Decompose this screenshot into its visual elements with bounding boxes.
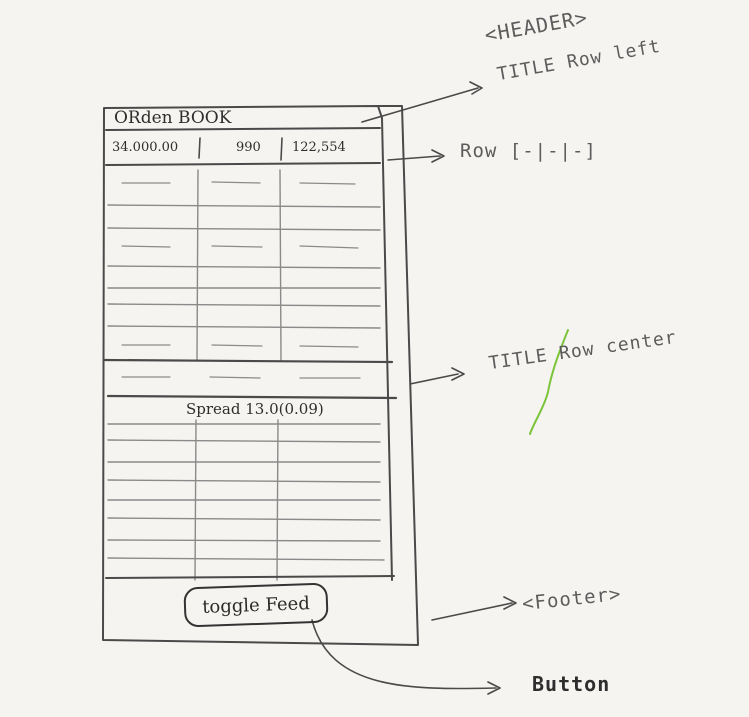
annotation-row: Row [-|-|-] xyxy=(460,140,597,162)
row-size: 990 xyxy=(236,140,261,155)
row-total: 122,554 xyxy=(292,140,346,155)
spread-label: Spread 13.0(0.09) xyxy=(186,400,324,418)
header-divider xyxy=(105,127,381,131)
lower-rows xyxy=(107,419,385,581)
row-column-divider xyxy=(280,137,283,161)
row-price: 34.000.00 xyxy=(112,140,179,155)
row-arrow xyxy=(387,149,445,163)
footer-divider xyxy=(105,575,395,579)
row-divider xyxy=(105,162,381,166)
annotation-button: Button xyxy=(532,672,611,696)
highlight-mark xyxy=(529,329,569,435)
wireframe-title: ORden BOOK xyxy=(114,108,232,128)
row-column-divider xyxy=(198,137,201,159)
spread-arrow xyxy=(409,367,465,385)
button-arrow xyxy=(311,619,501,695)
header-arrow xyxy=(361,81,483,123)
upper-rows xyxy=(107,169,381,361)
toggle-feed-button[interactable]: toggle Feed xyxy=(183,582,329,628)
spread-top-line xyxy=(102,358,394,364)
footer-arrow xyxy=(431,596,517,621)
spread-bottom-line xyxy=(106,394,398,400)
panel-outline xyxy=(102,105,419,646)
